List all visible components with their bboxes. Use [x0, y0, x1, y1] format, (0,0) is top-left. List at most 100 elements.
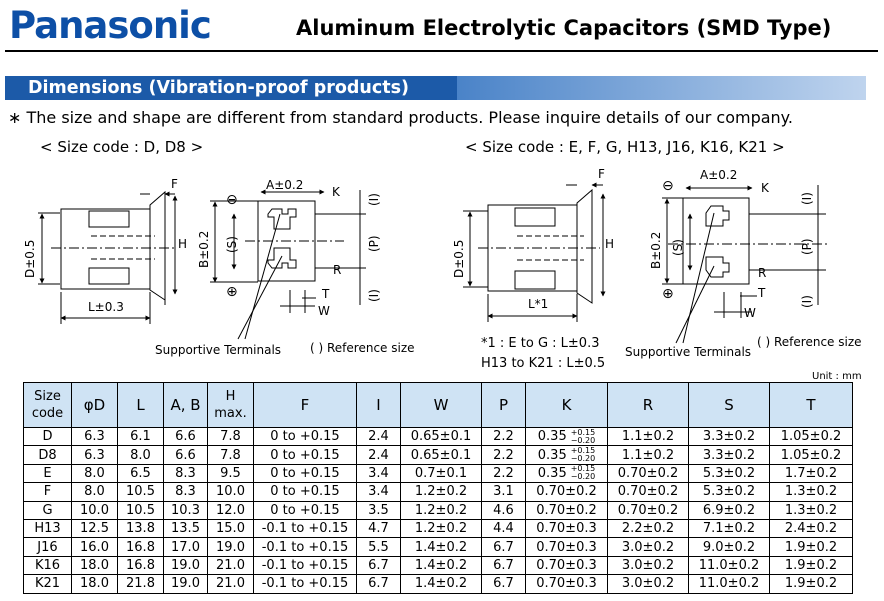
plus-icon: ⊕ [226, 284, 238, 300]
table-cell: 0.70±0.3 [525, 574, 608, 594]
table-cell: 1.4±0.2 [400, 555, 482, 576]
k-tolerance: +0.15−0.20 [570, 464, 596, 482]
right-label-b: B±0.2 [649, 231, 663, 269]
right-label-p: (P) [800, 238, 814, 255]
table-cell: -0.1 to +0.15 [253, 555, 357, 576]
table-cell: 4.6 [481, 500, 526, 520]
right-label-r: R [758, 266, 767, 280]
table-cell: G [23, 500, 72, 520]
right-reference-size: ( ) Reference size [757, 335, 862, 349]
dimension-drawings [38, 182, 830, 344]
table-cell: 3.3±0.2 [688, 445, 770, 465]
table-cell: 6.6 [163, 445, 208, 465]
left-label-p: (P) [367, 235, 381, 252]
table-cell: 1.2±0.2 [400, 518, 482, 539]
table-cell: 3.0±0.2 [607, 537, 689, 557]
table-header-cell: A, B [163, 382, 208, 428]
table-header-cell: H max. [207, 382, 254, 428]
table-cell: 4.7 [356, 518, 401, 539]
table-cell: 2.2 [481, 445, 526, 465]
table-cell: 6.7 [356, 574, 401, 594]
table-cell: F [23, 482, 72, 502]
left-label-w: W [318, 304, 330, 318]
table-cell: 8.3 [163, 463, 208, 484]
plus-icon: ⊕ [662, 286, 674, 302]
right-label-h: H [605, 237, 615, 251]
right-label-s: (S) [671, 239, 685, 256]
table-cell: 2.2 [481, 426, 526, 447]
table-cell: 0.70±0.2 [607, 482, 689, 502]
table-cell: 21.0 [207, 574, 254, 594]
table-cell: 8.0 [71, 463, 118, 484]
table-cell: 10.3 [163, 500, 208, 520]
table-cell: 10.0 [71, 500, 118, 520]
table-cell: 6.7 [356, 555, 401, 576]
footnote-1: *1 : E to G : L±0.3 [481, 336, 600, 351]
table-cell: 1.3±0.2 [769, 482, 853, 502]
table-cell: 12.0 [207, 500, 254, 520]
table-cell: 3.4 [356, 463, 401, 484]
table-cell: 0.70±0.3 [525, 518, 608, 539]
table-cell: 1.4±0.2 [400, 574, 482, 594]
right-label-l: L*1 [528, 297, 549, 311]
left-side-view [38, 190, 178, 324]
table-cell: 6.3 [71, 426, 118, 447]
left-label-l: L±0.3 [88, 300, 124, 314]
table-cell: 0.70±0.2 [525, 482, 608, 502]
table-cell: 6.7 [481, 574, 526, 594]
left-label-i-bottom: (I) [367, 289, 381, 302]
table-cell: 1.3±0.2 [769, 500, 853, 520]
table-cell: 0.35+0.15−0.20 [525, 445, 608, 465]
table-cell: 1.9±0.2 [769, 537, 853, 557]
note-text: ∗ The size and shape are different from … [8, 108, 793, 127]
left-label-k: K [332, 185, 340, 199]
table-cell: 13.8 [117, 518, 164, 539]
table-cell: 9.0±0.2 [688, 537, 770, 557]
table-header-cell: I [356, 382, 401, 428]
table-cell: 6.7 [481, 537, 526, 557]
table-cell: 0.70±0.2 [607, 463, 689, 484]
minus-icon: ⊖ [226, 192, 238, 208]
table-cell: 18.0 [71, 555, 118, 576]
header-divider [5, 50, 878, 52]
table-cell: 16.0 [71, 537, 118, 557]
table-header-cell: T [769, 382, 853, 428]
right-label-i-bottom: (I) [800, 295, 814, 308]
table-cell: 3.0±0.2 [607, 555, 689, 576]
right-label-d: D±0.5 [452, 239, 466, 278]
table-cell: 3.4 [356, 482, 401, 502]
left-label-b: B±0.2 [197, 230, 211, 268]
left-label-t: T [322, 287, 330, 301]
footnote-2: H13 to K21 : L±0.5 [481, 356, 606, 371]
table-cell: 5.3±0.2 [688, 463, 770, 484]
left-top-view [210, 189, 366, 340]
table-cell: 0.65±0.1 [400, 426, 482, 447]
k-tolerance: +0.15−0.20 [570, 427, 596, 445]
table-header-cell: F [253, 382, 357, 428]
table-cell: -0.1 to +0.15 [253, 518, 357, 539]
table-cell: 21.8 [117, 574, 164, 594]
right-label-i-top: (I) [800, 192, 814, 205]
table-cell: 3.0±0.2 [607, 574, 689, 594]
table-cell: 17.0 [163, 537, 208, 557]
table-cell: 2.4±0.2 [769, 518, 853, 539]
table-cell: 18.0 [71, 574, 118, 594]
left-label-f: F [171, 177, 178, 191]
left-label-h: H [178, 237, 188, 251]
table-cell: 1.05±0.2 [769, 426, 853, 447]
table-cell: 10.5 [117, 500, 164, 520]
table-header-cell: R [607, 382, 689, 428]
table-header-cell: φD [71, 382, 118, 428]
table-cell: 6.9±0.2 [688, 500, 770, 520]
table-cell: 0.35+0.15−0.20 [525, 463, 608, 484]
table-cell: 21.0 [207, 555, 254, 576]
table-cell: K21 [23, 574, 72, 594]
table-cell: 8.3 [163, 482, 208, 502]
table-cell: 7.8 [207, 426, 254, 447]
table-cell: 0 to +0.15 [253, 482, 357, 502]
